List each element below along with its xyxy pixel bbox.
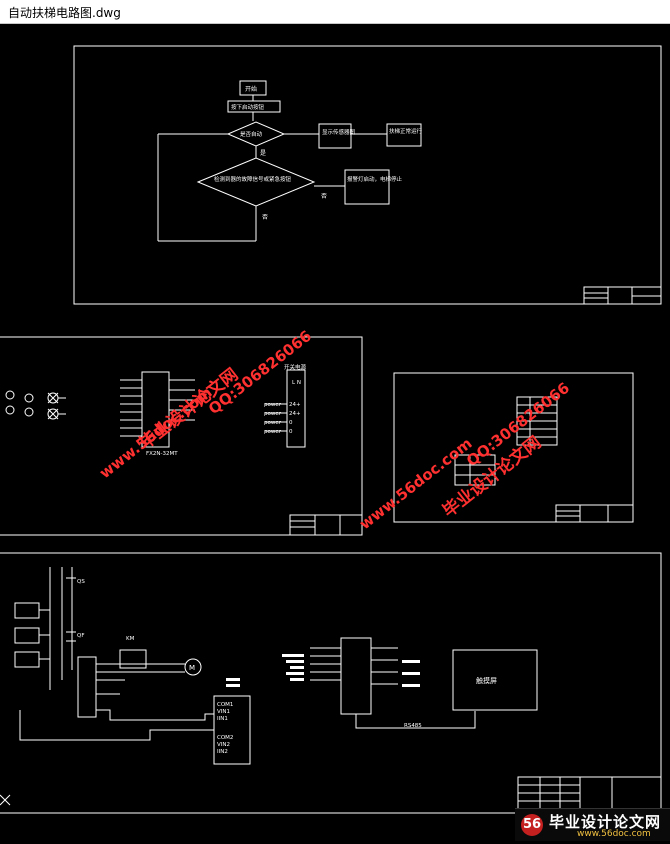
logo-text: 毕业设计论文网 [549,813,662,831]
flow-no-label-2: 否 [262,214,268,221]
touchscreen-box [452,649,538,711]
main-labels: 触摸屏 RS485 M QS QF KM COM1 VIN1 IIN1 COM2… [77,579,497,755]
flow-decision-2 [196,157,316,207]
power-output-label: 0 [289,420,293,426]
power-supply-ln: L N [292,380,301,386]
cad-drawing: 开始 按下启动按钮 是否自动 显示传感器图 扶梯正常运行 检测到器的故障信号或紧… [0,45,662,814]
module-terminal-label: VIN1 [217,709,230,715]
flow-alarm-label: 报警灯启动，电梯停止 [347,175,403,183]
plc-middle [340,637,372,715]
module-terminal-label: COM1 [217,702,233,708]
power-supply-body [286,369,306,448]
power-supply-label: 开关电源 [284,363,307,371]
flow-action-1 [318,123,352,149]
flow-action-2-label: 扶梯正常运行 [389,127,423,135]
flow-action-2 [386,123,422,147]
main-fills [226,654,420,687]
logo-url: www.56doc.com [577,829,651,839]
sheet-border [73,45,662,305]
site-logo: 56 毕业设计论文网 www.56doc.com [515,808,670,841]
flow-no-label-1: 否 [321,193,327,200]
flow-decision-2-label: 检测到器的故障信号或紧急按钮 [214,175,292,183]
plc-labels: FX2N-32MT 开关电源 L N power power power pow… [146,363,307,457]
sheet-io-table [393,372,634,523]
flow-action-1-label: 显示传感器图 [322,128,356,136]
flow-start-label: 开始 [245,85,257,93]
plc-model-label: FX2N-32MT [146,451,178,457]
motor-label: M [189,664,195,672]
sheet-main [0,552,662,814]
sheet-flowchart [73,45,662,305]
flow-yes-label: 是 [260,150,266,157]
flowchart-labels: 开始 按下启动按钮 是否自动 显示传感器图 扶梯正常运行 检测到器的故障信号或紧… [214,85,423,221]
power-output-label: 0 [289,429,293,435]
flow-press-box [227,100,281,113]
module-terminal-label: IIN1 [217,716,228,722]
power-wire-label: power [264,429,282,435]
module-terminal-label: VIN2 [217,742,230,748]
title-bar: 自动扶梯电路图.dwg [0,0,670,24]
sheet-border [393,372,634,523]
touchscreen-label: 触摸屏 [476,676,497,685]
power-wire-label: power [264,411,282,417]
breaker-label: QF [77,633,85,639]
logo-icon: 56 [521,814,543,836]
flow-decision-1-label: 是否自动 [240,130,263,138]
power-output-label: 24+ [289,411,301,417]
power-wire-label: power [264,420,282,426]
flow-press-label: 按下启动按钮 [231,103,265,111]
flow-alarm-box [344,169,390,205]
motor-circle [184,658,202,676]
breaker-label: KM [126,636,135,642]
window-title: 自动扶梯电路图.dwg [8,6,121,20]
sheet-plc [0,336,363,536]
sheet-border [0,336,363,536]
breaker-label: QS [77,579,85,585]
sheet-border [0,552,662,814]
drawing-canvas[interactable]: 开始 按下启动按钮 是否自动 显示传感器图 扶梯正常运行 检测到器的故障信号或紧… [0,24,670,840]
module-terminal-label: COM2 [217,735,233,741]
power-wire-label: power [264,402,282,408]
module-terminal-label: IIN2 [217,749,228,755]
power-output-label: 24+ [289,402,301,408]
rs485-label: RS485 [404,723,422,729]
inverter-body [77,656,97,718]
